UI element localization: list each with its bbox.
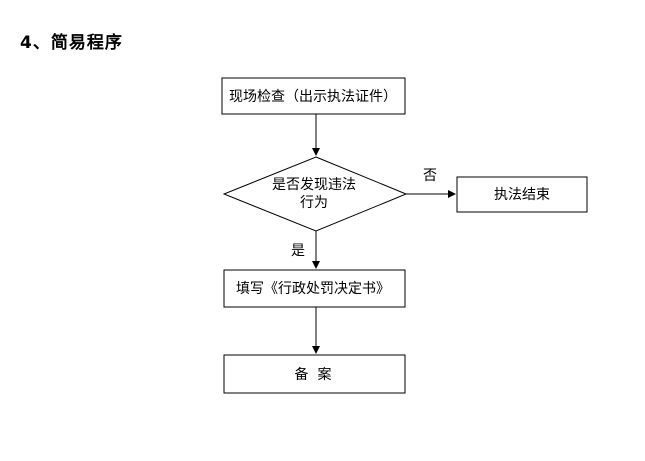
node-decision-label-line2: 行为 xyxy=(300,195,328,211)
node-fill-form-label: 填写《行政处罚决定书》 xyxy=(236,281,390,297)
edge-no-label: 否 xyxy=(423,168,437,184)
node-record-label: 备 案 xyxy=(295,366,332,383)
node-fill-form: 填写《行政处罚决定书》 xyxy=(223,269,406,308)
edge-yes-label: 是 xyxy=(291,243,305,259)
node-end-label: 执法结束 xyxy=(494,187,550,203)
node-decision: 是否发现违法 行为 xyxy=(222,156,408,232)
node-inspection: 现场检查（出示执法证件） xyxy=(221,77,406,115)
node-inspection-label: 现场检查（出示执法证件） xyxy=(229,89,397,105)
section-heading: 4、简易程序 xyxy=(20,33,123,53)
node-end: 执法结束 xyxy=(456,176,588,213)
node-decision-label-line1: 是否发现违法 xyxy=(272,177,356,193)
node-record: 备 案 xyxy=(223,354,406,394)
